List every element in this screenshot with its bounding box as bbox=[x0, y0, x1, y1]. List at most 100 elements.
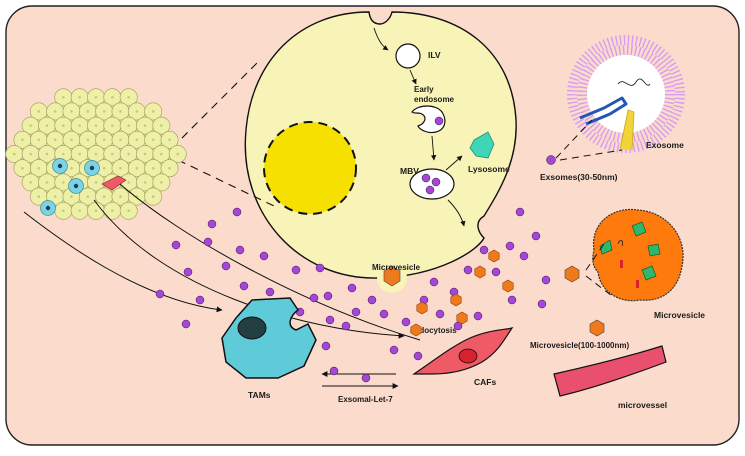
vesicle-dot bbox=[315, 263, 325, 273]
receptor-yellow bbox=[619, 109, 635, 151]
vesicle-dot bbox=[221, 261, 231, 271]
tumor-cell-cluster-icon bbox=[5, 88, 187, 220]
tams-label: TAMs bbox=[248, 390, 271, 400]
tumor-cell-nucleus bbox=[111, 95, 114, 99]
vesicle-dot bbox=[341, 321, 351, 331]
tumor-cell-nucleus bbox=[29, 124, 32, 127]
vesicle-dot bbox=[291, 265, 301, 275]
tumor-cell-nucleus bbox=[127, 152, 130, 156]
vesicle-dot bbox=[347, 283, 357, 293]
vesicle-dot bbox=[321, 341, 331, 351]
tumor-cell-nucleus bbox=[94, 124, 98, 127]
microvesicle-cargo bbox=[647, 243, 661, 257]
vesicle-dot bbox=[434, 116, 444, 126]
tumor-cell-nucleus bbox=[102, 195, 106, 198]
tumor-cell-nucleus bbox=[111, 124, 114, 127]
tumor-cell-nucleus bbox=[160, 152, 163, 156]
nucleus bbox=[263, 121, 357, 215]
microvesicle-right-label: Microvesicle bbox=[654, 310, 705, 320]
tumor-cell-nucleus bbox=[21, 166, 24, 170]
tumor-cell-nucleus bbox=[53, 110, 57, 113]
vesicle-dot bbox=[505, 241, 515, 251]
vesicle-dot bbox=[515, 207, 525, 217]
tumor-cell-nucleus bbox=[143, 152, 147, 156]
tumor-cell-nucleus bbox=[62, 181, 65, 184]
tumor-cell-nucleus bbox=[119, 166, 122, 170]
arrow-to-early-endosome bbox=[409, 69, 417, 85]
tumor-cell-nucleus bbox=[53, 195, 57, 198]
tumor-cell-nucleus bbox=[119, 138, 122, 142]
early-endosome-label-2: endosome bbox=[414, 95, 455, 104]
tumor-cell-nucleus bbox=[127, 181, 130, 184]
arrow-to-ilv bbox=[373, 27, 389, 51]
arrow-endocytosis bbox=[93, 199, 405, 339]
tumor-cell-nucleus bbox=[53, 138, 57, 142]
vesicle-dot bbox=[239, 281, 249, 291]
exosome-icon: Exosome bbox=[567, 35, 685, 153]
vesicle-dot bbox=[429, 277, 439, 287]
early-endosome bbox=[411, 105, 446, 134]
lysosome-icon bbox=[469, 131, 495, 159]
tumor-cell-nucleus bbox=[78, 124, 81, 127]
parent-cell bbox=[244, 11, 517, 279]
tumor-cell-nucleus bbox=[119, 195, 122, 198]
tumor-cell-nucleus bbox=[135, 110, 139, 113]
tumor-cell-nucleus bbox=[86, 110, 90, 113]
tumor-cell-nucleus bbox=[160, 124, 163, 127]
exosomal-let7-label: Exsomal-Let-7 bbox=[338, 395, 393, 404]
vesicle-dot bbox=[389, 345, 399, 355]
microvessel-label: microvessel bbox=[618, 400, 667, 410]
tumor-cell-nucleus bbox=[168, 166, 171, 170]
ilv-vesicle bbox=[395, 43, 421, 69]
tumor-cell-nucleus bbox=[37, 110, 41, 113]
tumor-cell-nucleus bbox=[70, 138, 73, 142]
mbv-label: MBV bbox=[400, 166, 419, 176]
tumor-cell-nucleus bbox=[70, 110, 73, 113]
exosome-rna bbox=[617, 78, 651, 86]
arrow-to-tams bbox=[23, 211, 223, 313]
vesicle-dot bbox=[183, 267, 193, 277]
vesicle-dot bbox=[491, 267, 501, 277]
vesicle-dot bbox=[361, 373, 371, 383]
vesicle-dot bbox=[421, 173, 431, 183]
vesicle-dot bbox=[435, 309, 445, 319]
stem-cell-nucleus bbox=[89, 165, 95, 171]
cafs-label: CAFs bbox=[474, 377, 496, 387]
vesicle-dot bbox=[473, 311, 483, 321]
tumor-cell-nucleus bbox=[127, 95, 130, 99]
vesicle-dot bbox=[367, 295, 377, 305]
microvesicle-hex bbox=[416, 301, 428, 315]
cluster-caf-cell bbox=[101, 175, 127, 191]
tumor-cell-nucleus bbox=[127, 209, 130, 213]
tumor-cell-nucleus bbox=[62, 95, 65, 99]
tumor-cell-nucleus bbox=[13, 152, 16, 156]
vesicle-dot bbox=[329, 366, 339, 376]
tumor-cell-nucleus bbox=[135, 138, 139, 142]
microvesicle-hex bbox=[410, 323, 422, 337]
tumor-cell-nucleus bbox=[78, 152, 81, 156]
microvesicle-center-label: Microvesicle bbox=[372, 263, 421, 272]
vesicle-dot bbox=[323, 291, 333, 301]
tumor-cell-nucleus bbox=[127, 124, 130, 127]
tumor-cell-nucleus bbox=[45, 181, 49, 184]
tumor-cell-nucleus bbox=[37, 195, 41, 198]
tumor-cell-nucleus bbox=[176, 152, 179, 156]
microvesicle-size-label: Microvesicle(100-1000nm) bbox=[530, 341, 630, 350]
tumor-cell-nucleus bbox=[62, 124, 65, 127]
vesicle-dot bbox=[203, 237, 213, 247]
tumor-cell-nucleus bbox=[119, 110, 122, 113]
vesicle-dot bbox=[401, 317, 411, 327]
tam-nucleus bbox=[237, 316, 267, 340]
tumor-cell-nucleus bbox=[86, 195, 90, 198]
vesicle-dot bbox=[259, 251, 269, 261]
tumor-cell-nucleus bbox=[94, 95, 98, 99]
tumor-cell-nucleus bbox=[102, 138, 106, 142]
tumor-cell-nucleus bbox=[21, 138, 24, 142]
tumor-cell-nucleus bbox=[29, 152, 32, 156]
endocytosis-label: endocytosis bbox=[410, 326, 457, 335]
exosome-label: Exosome bbox=[646, 140, 684, 150]
vesicle-dot bbox=[181, 319, 191, 329]
stem-cell-nucleus bbox=[57, 163, 63, 169]
tumor-cell-nucleus bbox=[135, 166, 139, 170]
